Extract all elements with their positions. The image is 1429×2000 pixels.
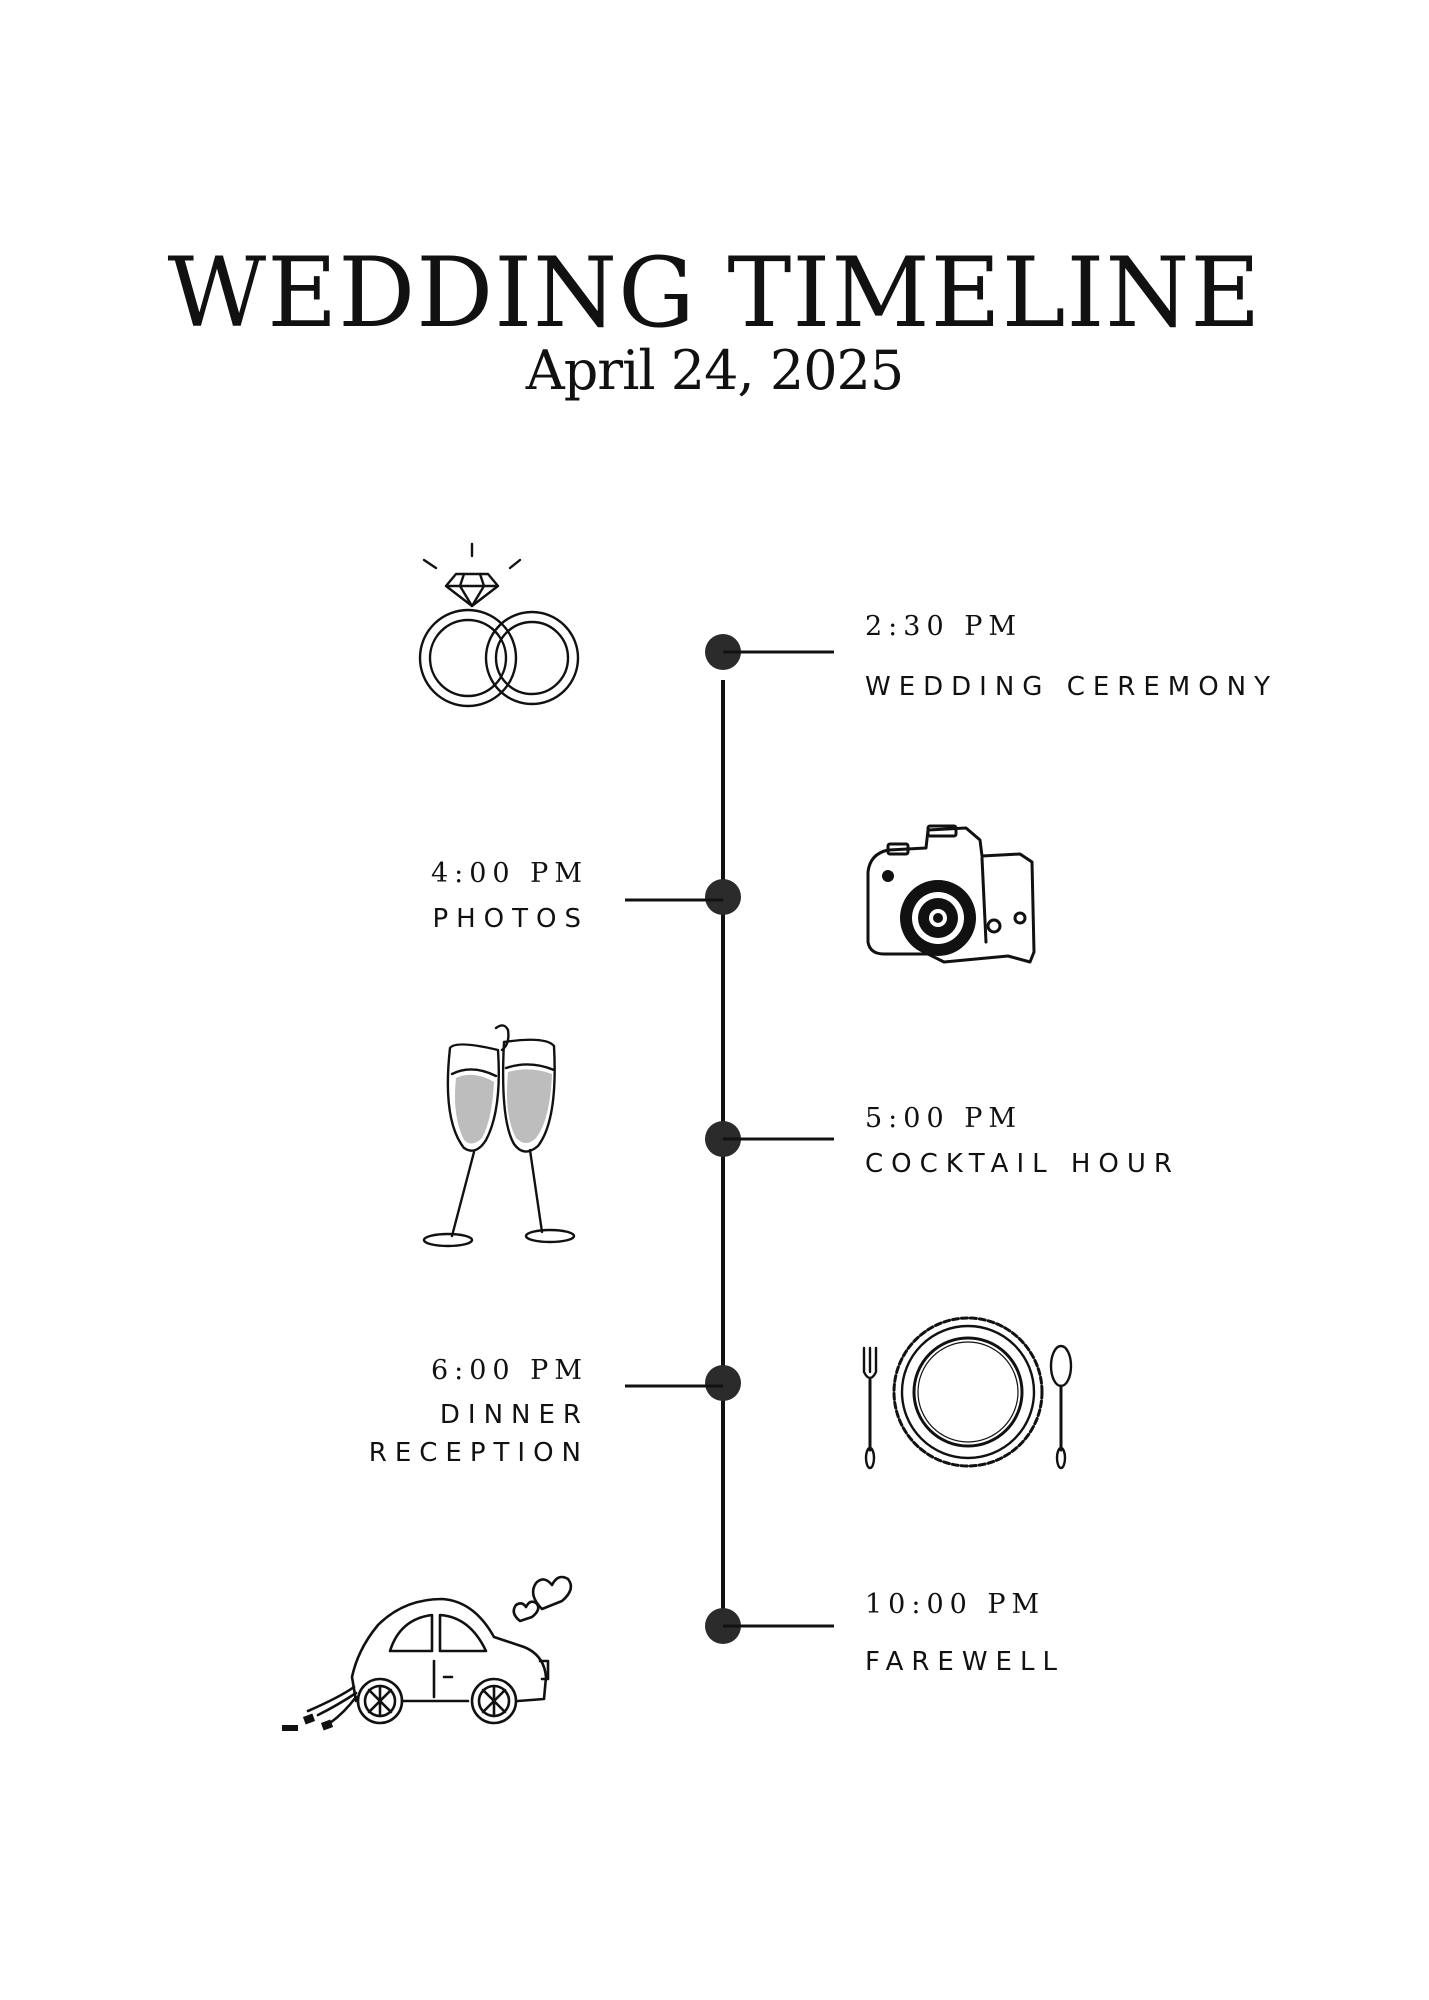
event-label-farewell: FAREWELL — [865, 1647, 1065, 1677]
getaway-car-icon — [282, 1575, 573, 1731]
event-label-photos: PHOTOS — [432, 904, 589, 934]
dinner-plate-icon — [862, 1316, 1073, 1470]
event-date: April 24, 2025 — [525, 339, 905, 402]
timeline-dot-4 — [705, 1365, 741, 1401]
timeline-dot-2 — [705, 879, 741, 915]
event-time-photos: 4:00 PM — [430, 858, 588, 889]
event-time-farewell: 10:00 PM — [865, 1589, 1046, 1620]
camera-icon — [866, 824, 1036, 964]
event-label-ceremony: WEDDING CEREMONY — [865, 672, 1279, 702]
event-time-ceremony: 2:30 PM — [865, 611, 1023, 642]
event-time-cocktail: 5:00 PM — [865, 1103, 1023, 1134]
event-time-dinner: 6:00 PM — [430, 1355, 588, 1386]
page-title: WEDDING TIMELINE — [167, 237, 1262, 349]
wedding-rings-icon — [418, 542, 580, 708]
event-label-dinner: DINNER RECEPTION — [368, 1400, 589, 1468]
champagne-glasses-icon — [422, 1024, 576, 1248]
event-label-cocktail: COCKTAIL HOUR — [865, 1149, 1180, 1179]
